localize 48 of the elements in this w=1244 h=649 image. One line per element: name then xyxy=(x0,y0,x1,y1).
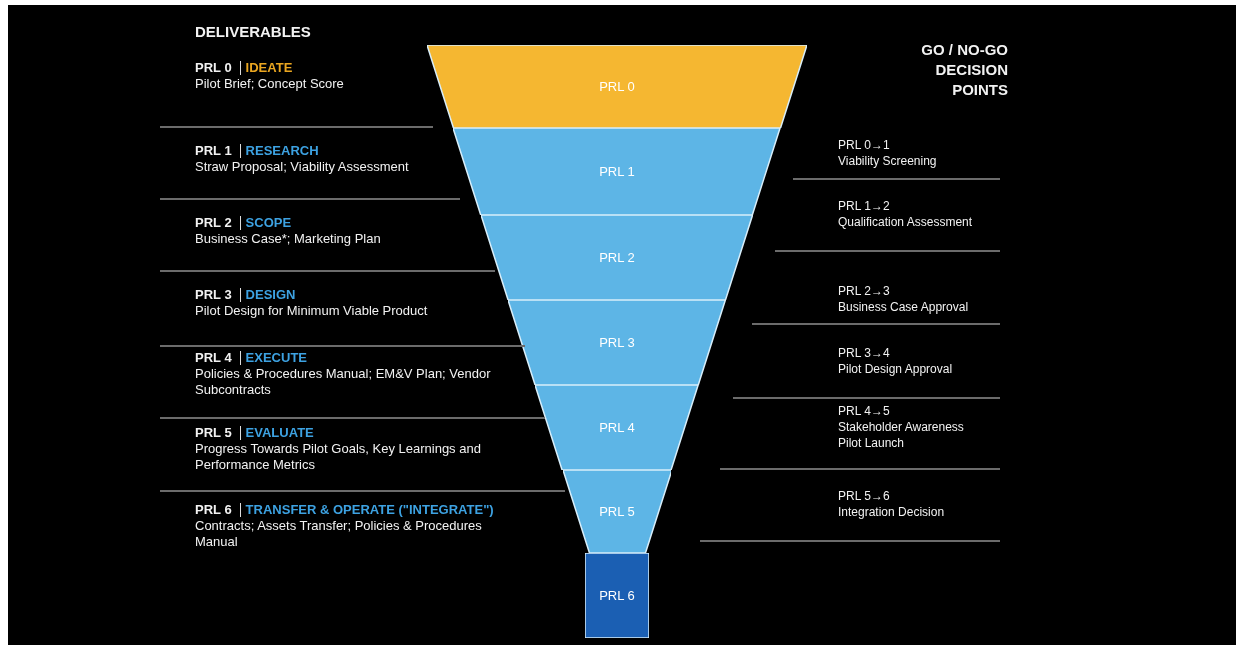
transition-code: PRL 4→5 xyxy=(838,403,890,419)
segment-label: PRL 4 xyxy=(598,419,636,435)
segment-label: PRL 1 xyxy=(598,163,636,179)
deliverable-text: Straw Proposal; Viability Assessment xyxy=(195,159,410,175)
stage-name: DESIGN xyxy=(245,287,296,303)
decision-text: Stakeholder Awareness Pilot Launch xyxy=(838,419,965,451)
stage-name: EVALUATE xyxy=(245,425,314,441)
stage-name: TRANSFER & OPERATE ("INTEGRATE") xyxy=(245,502,494,518)
funnel-segment xyxy=(585,553,649,638)
segment-label: PRL 6 xyxy=(598,587,636,603)
transition-code: PRL 5→6 xyxy=(838,488,890,504)
decision-text: Qualification Assessment xyxy=(838,214,974,230)
stage-name: EXECUTE xyxy=(245,350,307,366)
funnel-segment xyxy=(453,128,781,215)
level-code: PRL 6 xyxy=(195,502,232,518)
transition-code: PRL 2→3 xyxy=(838,283,890,299)
deliverable-text: Business Case*; Marketing Plan xyxy=(195,231,382,247)
decision-text: Business Case Approval xyxy=(838,299,970,315)
segment-label: PRL 3 xyxy=(598,334,636,350)
stage-name: SCOPE xyxy=(245,215,292,231)
deliverable-text: Policies & Procedures Manual; EM&V Plan; Vendor Subcontracts xyxy=(195,366,492,398)
level-code: PRL 0 xyxy=(195,60,232,76)
decision-text: Integration Decision xyxy=(838,504,946,520)
transition-code: PRL 0→1 xyxy=(838,137,890,153)
level-code: PRL 2 xyxy=(195,215,232,231)
deliverable-text: Pilot Design for Minimum Viable Product xyxy=(195,303,429,319)
decision-text: Pilot Design Approval xyxy=(838,361,954,377)
level-code: PRL 1 xyxy=(195,143,232,159)
column-heading: DELIVERABLES xyxy=(195,22,311,42)
segment-label: PRL 5 xyxy=(598,503,636,519)
funnel-segment xyxy=(535,385,699,470)
segment-label: PRL 2 xyxy=(598,249,636,265)
funnel-segment xyxy=(427,45,807,128)
funnel-segment xyxy=(562,470,672,553)
decision-text: Viability Screening xyxy=(838,153,938,169)
deliverable-text: Progress Towards Pilot Goals, Key Learnings and Performance Metrics xyxy=(195,441,482,473)
funnel-segment xyxy=(508,300,726,385)
level-code: PRL 3 xyxy=(195,287,232,303)
level-code: PRL 5 xyxy=(195,425,232,441)
column-heading: GO / NO-GO DECISION POINTS xyxy=(920,40,1008,100)
deliverable-text: Pilot Brief; Concept Score xyxy=(195,76,345,92)
stage-name: RESEARCH xyxy=(245,143,319,159)
deliverable-text: Contracts; Assets Transfer; Policies & Procedures Manual xyxy=(195,518,483,550)
level-code: PRL 4 xyxy=(195,350,232,366)
stage-name: IDEATE xyxy=(245,60,293,76)
transition-code: PRL 3→4 xyxy=(838,345,890,361)
transition-code: PRL 1→2 xyxy=(838,198,890,214)
segment-label: PRL 0 xyxy=(598,78,636,94)
